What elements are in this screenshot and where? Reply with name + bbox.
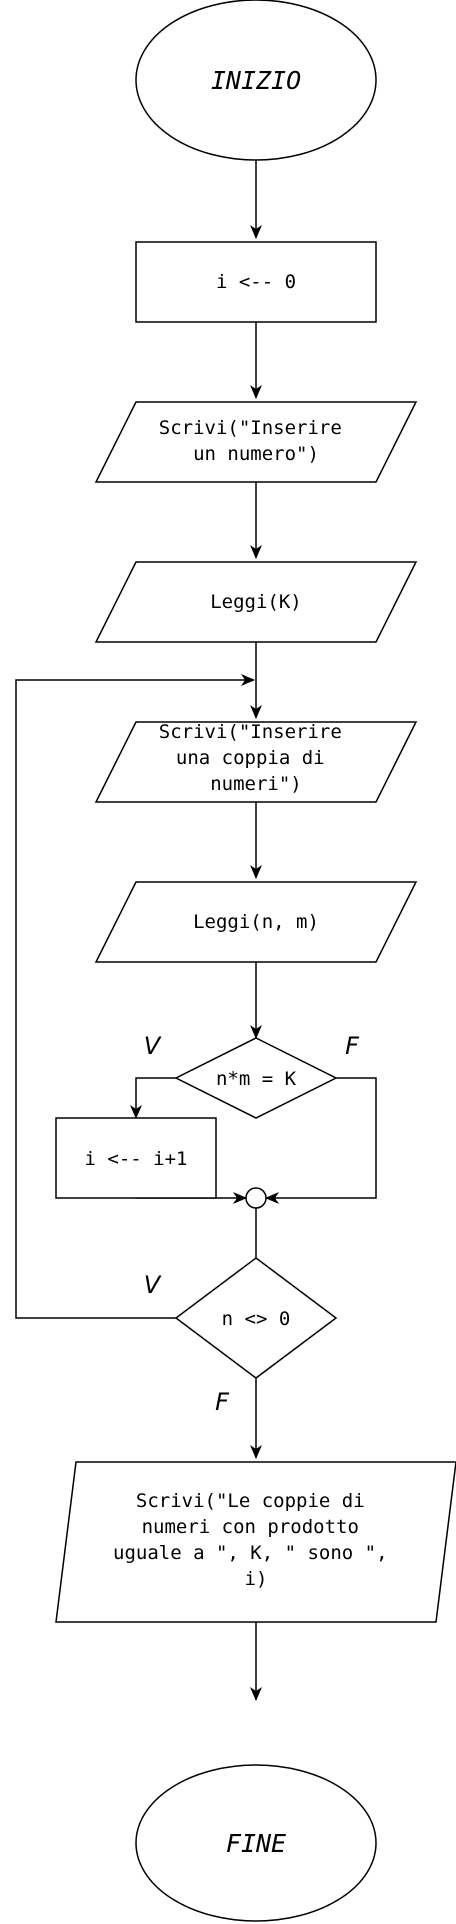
decision-product-true-label: V: [144, 1032, 162, 1060]
end-label: FINE: [226, 1829, 286, 1858]
prompt-pair-line-3: numeri"): [210, 773, 302, 795]
output-line-3: uguale a ", K, " sono ",: [113, 1542, 388, 1564]
decision-loop-true-label: V: [144, 1271, 162, 1299]
read-k-label: Leggi(K): [210, 591, 302, 613]
init-process: i <-- 0: [135, 241, 377, 323]
increment-process: i <-- i+1: [55, 1117, 217, 1199]
arrow-decision-true-to-increment: [130, 1077, 176, 1119]
arrow-loop-back: [15, 674, 255, 1319]
decision-product: n*m = K V F: [144, 1032, 360, 1119]
output-result-io: Scrivi("Le coppie di numeri con prodotto…: [55, 1461, 456, 1623]
start-label: INIZIO: [211, 66, 301, 95]
prompt-number-io: Scrivi("Inserire un numero"): [94, 401, 418, 483]
read-nm-label: Leggi(n, m): [193, 911, 319, 933]
decision-loop-false-label: F: [215, 1388, 230, 1416]
decision-loop-label: n <> 0: [222, 1308, 291, 1330]
prompt-number-line-1: Scrivi("Inserire: [159, 417, 342, 439]
read-k-io: Leggi(K): [94, 561, 418, 643]
output-line-1: Scrivi("Le coppie di: [136, 1490, 365, 1512]
prompt-pair-line-1: Scrivi("Inserire: [159, 721, 342, 743]
increment-label: i <-- i+1: [85, 1148, 188, 1170]
prompt-pair-line-2: una coppia di: [176, 747, 325, 769]
decision-loop: n <> 0 V F: [144, 1257, 338, 1416]
output-line-4: i): [245, 1568, 268, 1590]
prompt-number-text: Scrivi("Inserire un numero"): [159, 417, 353, 465]
init-label: i <-- 0: [216, 271, 296, 293]
prompt-number-line-2: un numero"): [193, 443, 319, 465]
output-result-text: Scrivi("Le coppie di numeri con prodotto…: [113, 1490, 399, 1590]
output-line-2: numeri con prodotto: [142, 1516, 359, 1538]
arrow-decision-false-to-merge: [265, 1077, 377, 1204]
decision-product-false-label: F: [345, 1032, 360, 1060]
prompt-pair-io: Scrivi("Inserire una coppia di numeri"): [94, 721, 418, 803]
merge-connector: [245, 1187, 267, 1209]
end-terminal: FINE: [135, 1764, 377, 1922]
start-terminal: INIZIO: [135, 0, 377, 161]
read-nm-io: Leggi(n, m): [94, 881, 418, 963]
prompt-pair-text: Scrivi("Inserire una coppia di numeri"): [159, 721, 353, 795]
decision-product-label: n*m = K: [216, 1068, 297, 1090]
